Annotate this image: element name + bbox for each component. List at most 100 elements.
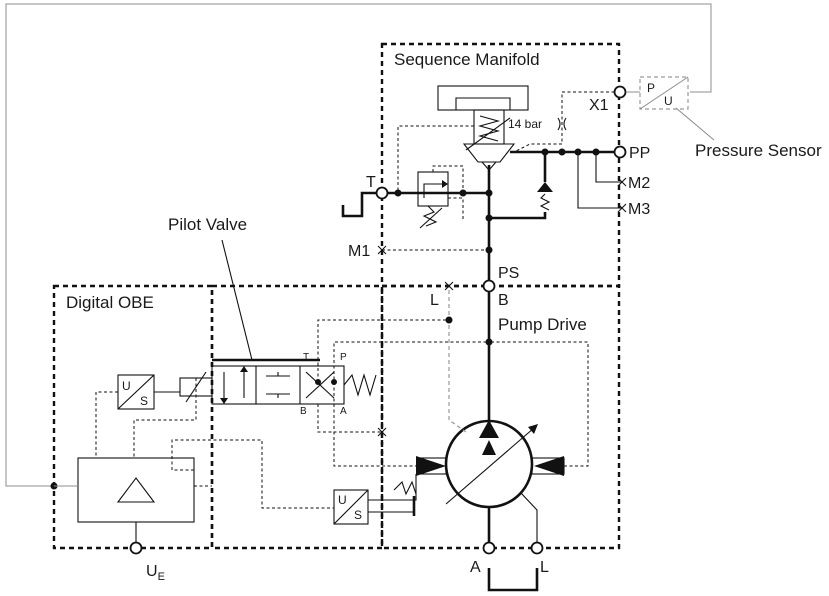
pressure-sensor-diag	[639, 76, 689, 110]
return-loop	[487, 568, 539, 592]
port-m3-label: M3	[628, 201, 650, 218]
obe-sensor-u: U	[122, 379, 131, 393]
measure-mark-m3	[617, 203, 627, 213]
sequence-pilot-line	[397, 125, 474, 193]
swivel-angle-sensor	[333, 489, 369, 525]
sequence-valve-spring	[477, 115, 501, 142]
prv-adjust	[419, 207, 443, 229]
node-pp1	[541, 148, 549, 156]
stroke-spring	[393, 480, 417, 496]
prv-arrow-head	[442, 180, 448, 188]
check-to-main	[489, 212, 547, 220]
pilot-valve-body	[211, 365, 345, 405]
swivel-sensor-u: U	[338, 493, 347, 507]
port-t	[375, 186, 389, 200]
pilot-valve-port-t: T	[303, 352, 309, 363]
pump-triangle	[479, 420, 499, 438]
check-valve	[537, 182, 553, 192]
pump-variable-arrow	[445, 427, 535, 505]
obe-line-2	[133, 378, 197, 458]
port-m1-label: M1	[348, 243, 370, 260]
pressure-sensor-p: P	[647, 81, 655, 95]
measure-mark-pv	[377, 427, 387, 437]
node-pp3	[574, 148, 582, 156]
pv-arrowhead-1	[220, 398, 228, 404]
pilot-valve-spring	[343, 373, 377, 397]
obe-sensor-s: S	[140, 394, 148, 408]
measure-mark-m1	[377, 245, 387, 255]
obe-controller	[77, 457, 195, 523]
pv-arrowhead-2	[240, 366, 248, 372]
sequence-valve-stem	[455, 97, 511, 110]
pump-triangle-lower	[482, 440, 496, 455]
node-main1	[485, 214, 493, 222]
node-t3	[485, 189, 493, 197]
port-l-top-label: L	[430, 292, 439, 309]
swivel-angle-sensor-diag	[333, 489, 369, 525]
drain-dashed	[448, 290, 467, 433]
m2-line	[595, 152, 622, 183]
pv-to-l-line	[317, 319, 449, 382]
pilot-valve-area-box	[210, 284, 384, 550]
pilot-valve-leader	[221, 239, 253, 361]
pilot-valve-port-b: B	[300, 406, 307, 417]
measure-mark-l	[444, 281, 454, 291]
obe-controller-triangle	[116, 477, 156, 503]
node-t2	[459, 189, 467, 197]
tank-symbol	[341, 191, 382, 218]
sequence-valve-poppet-tip	[481, 161, 497, 171]
node-pp4	[592, 148, 600, 156]
port-ue-sub: E	[158, 571, 165, 583]
pressure-sensor-box	[639, 76, 689, 110]
control-piston-right-arrow	[534, 456, 564, 476]
spring-setting-label: 14 bar	[508, 117, 542, 131]
sensor-signal-line	[5, 3, 712, 487]
sequence-valve-poppet	[462, 143, 516, 163]
node-pump-control	[485, 338, 493, 346]
port-a-bottom	[482, 541, 496, 555]
pv-b-line	[317, 404, 334, 433]
port-pp	[613, 145, 627, 159]
node-t1	[394, 189, 402, 197]
pilot-valve-port-p: P	[340, 352, 347, 363]
orifice-x1	[557, 117, 567, 131]
obe-line-3	[171, 439, 334, 509]
swivel-sensor-shaft	[368, 474, 417, 501]
m3-line	[577, 152, 622, 209]
check-valve-spring	[539, 193, 551, 211]
l-case-drain	[519, 491, 538, 548]
port-ue-label: UE	[146, 563, 165, 583]
port-t-label: T	[366, 174, 376, 191]
pressure-sensor-leader	[675, 107, 715, 141]
pilot-solenoid-arrow	[185, 371, 207, 403]
digital-obe-title: Digital OBE	[66, 293, 154, 312]
node-pv-2	[331, 379, 337, 385]
port-x1-label: X1	[589, 97, 609, 114]
sequence-valve-adjust	[465, 117, 511, 151]
pv-cross-2	[305, 371, 335, 399]
pilot-valve-port-a: A	[340, 406, 347, 417]
x1-pilot-line	[513, 91, 620, 153]
port-l-bottom-label: L	[540, 559, 549, 576]
port-b-label: B	[498, 292, 509, 309]
prv-pilot-2	[448, 197, 464, 220]
prv-arrow	[423, 183, 442, 198]
control-piston-left-arrow	[416, 456, 446, 476]
port-ps-label: PS	[498, 265, 519, 282]
pump-drive-title: Pump Drive	[498, 315, 587, 334]
pilot-valve-title: Pilot Valve	[168, 215, 247, 234]
prv-spring	[422, 205, 438, 227]
swivel-sensor-s: S	[354, 508, 362, 522]
port-m2-label: M2	[628, 175, 650, 192]
pump-variable-arrow-head	[528, 424, 538, 434]
port-pp-label: PP	[629, 145, 650, 162]
prv-pilot	[432, 165, 464, 193]
port-l-bottom	[530, 541, 544, 555]
pressure-sensor-title: Pressure Sensor	[695, 141, 822, 160]
obe-line-1	[95, 391, 118, 458]
sequence-manifold-title: Sequence Manifold	[394, 50, 540, 69]
node-pp2	[558, 148, 566, 156]
pressure-reducing-valve	[417, 171, 449, 207]
node-main2	[485, 246, 493, 254]
